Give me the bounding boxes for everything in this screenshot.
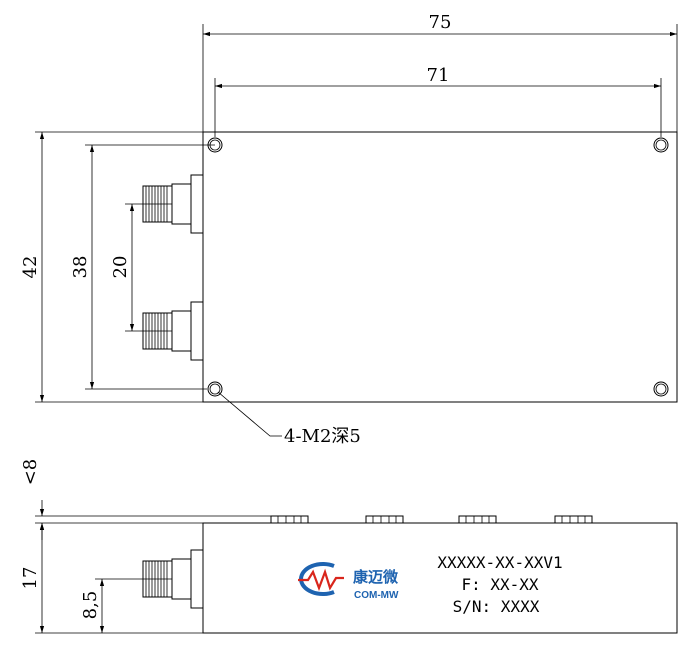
dimension-body-height: 17 (20, 523, 203, 634)
serial-number: S/N: XXXX (453, 597, 540, 616)
dimension-overall-width: 42 (20, 131, 203, 403)
dim-17-text: 17 (20, 567, 41, 590)
hole-callout-text: 4-M2深5 (284, 426, 361, 447)
dimension-hole-spacing-y: 38 (70, 144, 215, 390)
dimension-connector-height: 8,5 (80, 578, 143, 633)
dim-max-height-text: <8 (20, 459, 41, 486)
frequency-label: F: XX-XX (461, 575, 538, 594)
dimension-connector-spacing: 20 (110, 203, 143, 332)
top-connector-bump (554, 515, 593, 524)
mounting-hole (207, 381, 223, 397)
side-view: <8 17 8,5 康迈微 COM-MW XXXXX-XX-XXV1 F: XX… (20, 459, 678, 634)
dim-75-text: 75 (429, 12, 452, 33)
logo-english-name: COM-MW (354, 590, 399, 601)
dimension-hole-spacing-x: 71 (214, 65, 662, 137)
dim-38-text: 38 (70, 256, 91, 279)
dim-8-5-text: 8,5 (80, 591, 101, 620)
dim-20-text: 20 (110, 256, 131, 279)
top-connector-bump (270, 515, 309, 524)
dim-42-text: 42 (20, 256, 41, 279)
module-body-top (202, 131, 678, 403)
mounting-hole (653, 381, 669, 397)
sma-connector-side (142, 549, 204, 609)
hole-callout: 4-M2深5 (217, 391, 361, 447)
model-number: XXXXX-XX-XXV1 (437, 553, 562, 572)
mounting-hole (653, 137, 669, 153)
top-connector-bump (458, 515, 497, 524)
logo-chinese-name: 康迈微 (353, 568, 399, 586)
company-logo: 康迈微 COM-MW (298, 562, 399, 601)
dimension-overall-length: 75 (202, 12, 678, 132)
dimension-max-height: <8 (20, 459, 271, 540)
sma-connector (142, 174, 204, 234)
top-connector-bump (365, 515, 404, 524)
module-body-side (202, 522, 678, 634)
sma-connector (142, 301, 204, 361)
top-view: 75 71 42 38 20 (20, 12, 678, 447)
dim-71-text: 71 (427, 65, 450, 86)
